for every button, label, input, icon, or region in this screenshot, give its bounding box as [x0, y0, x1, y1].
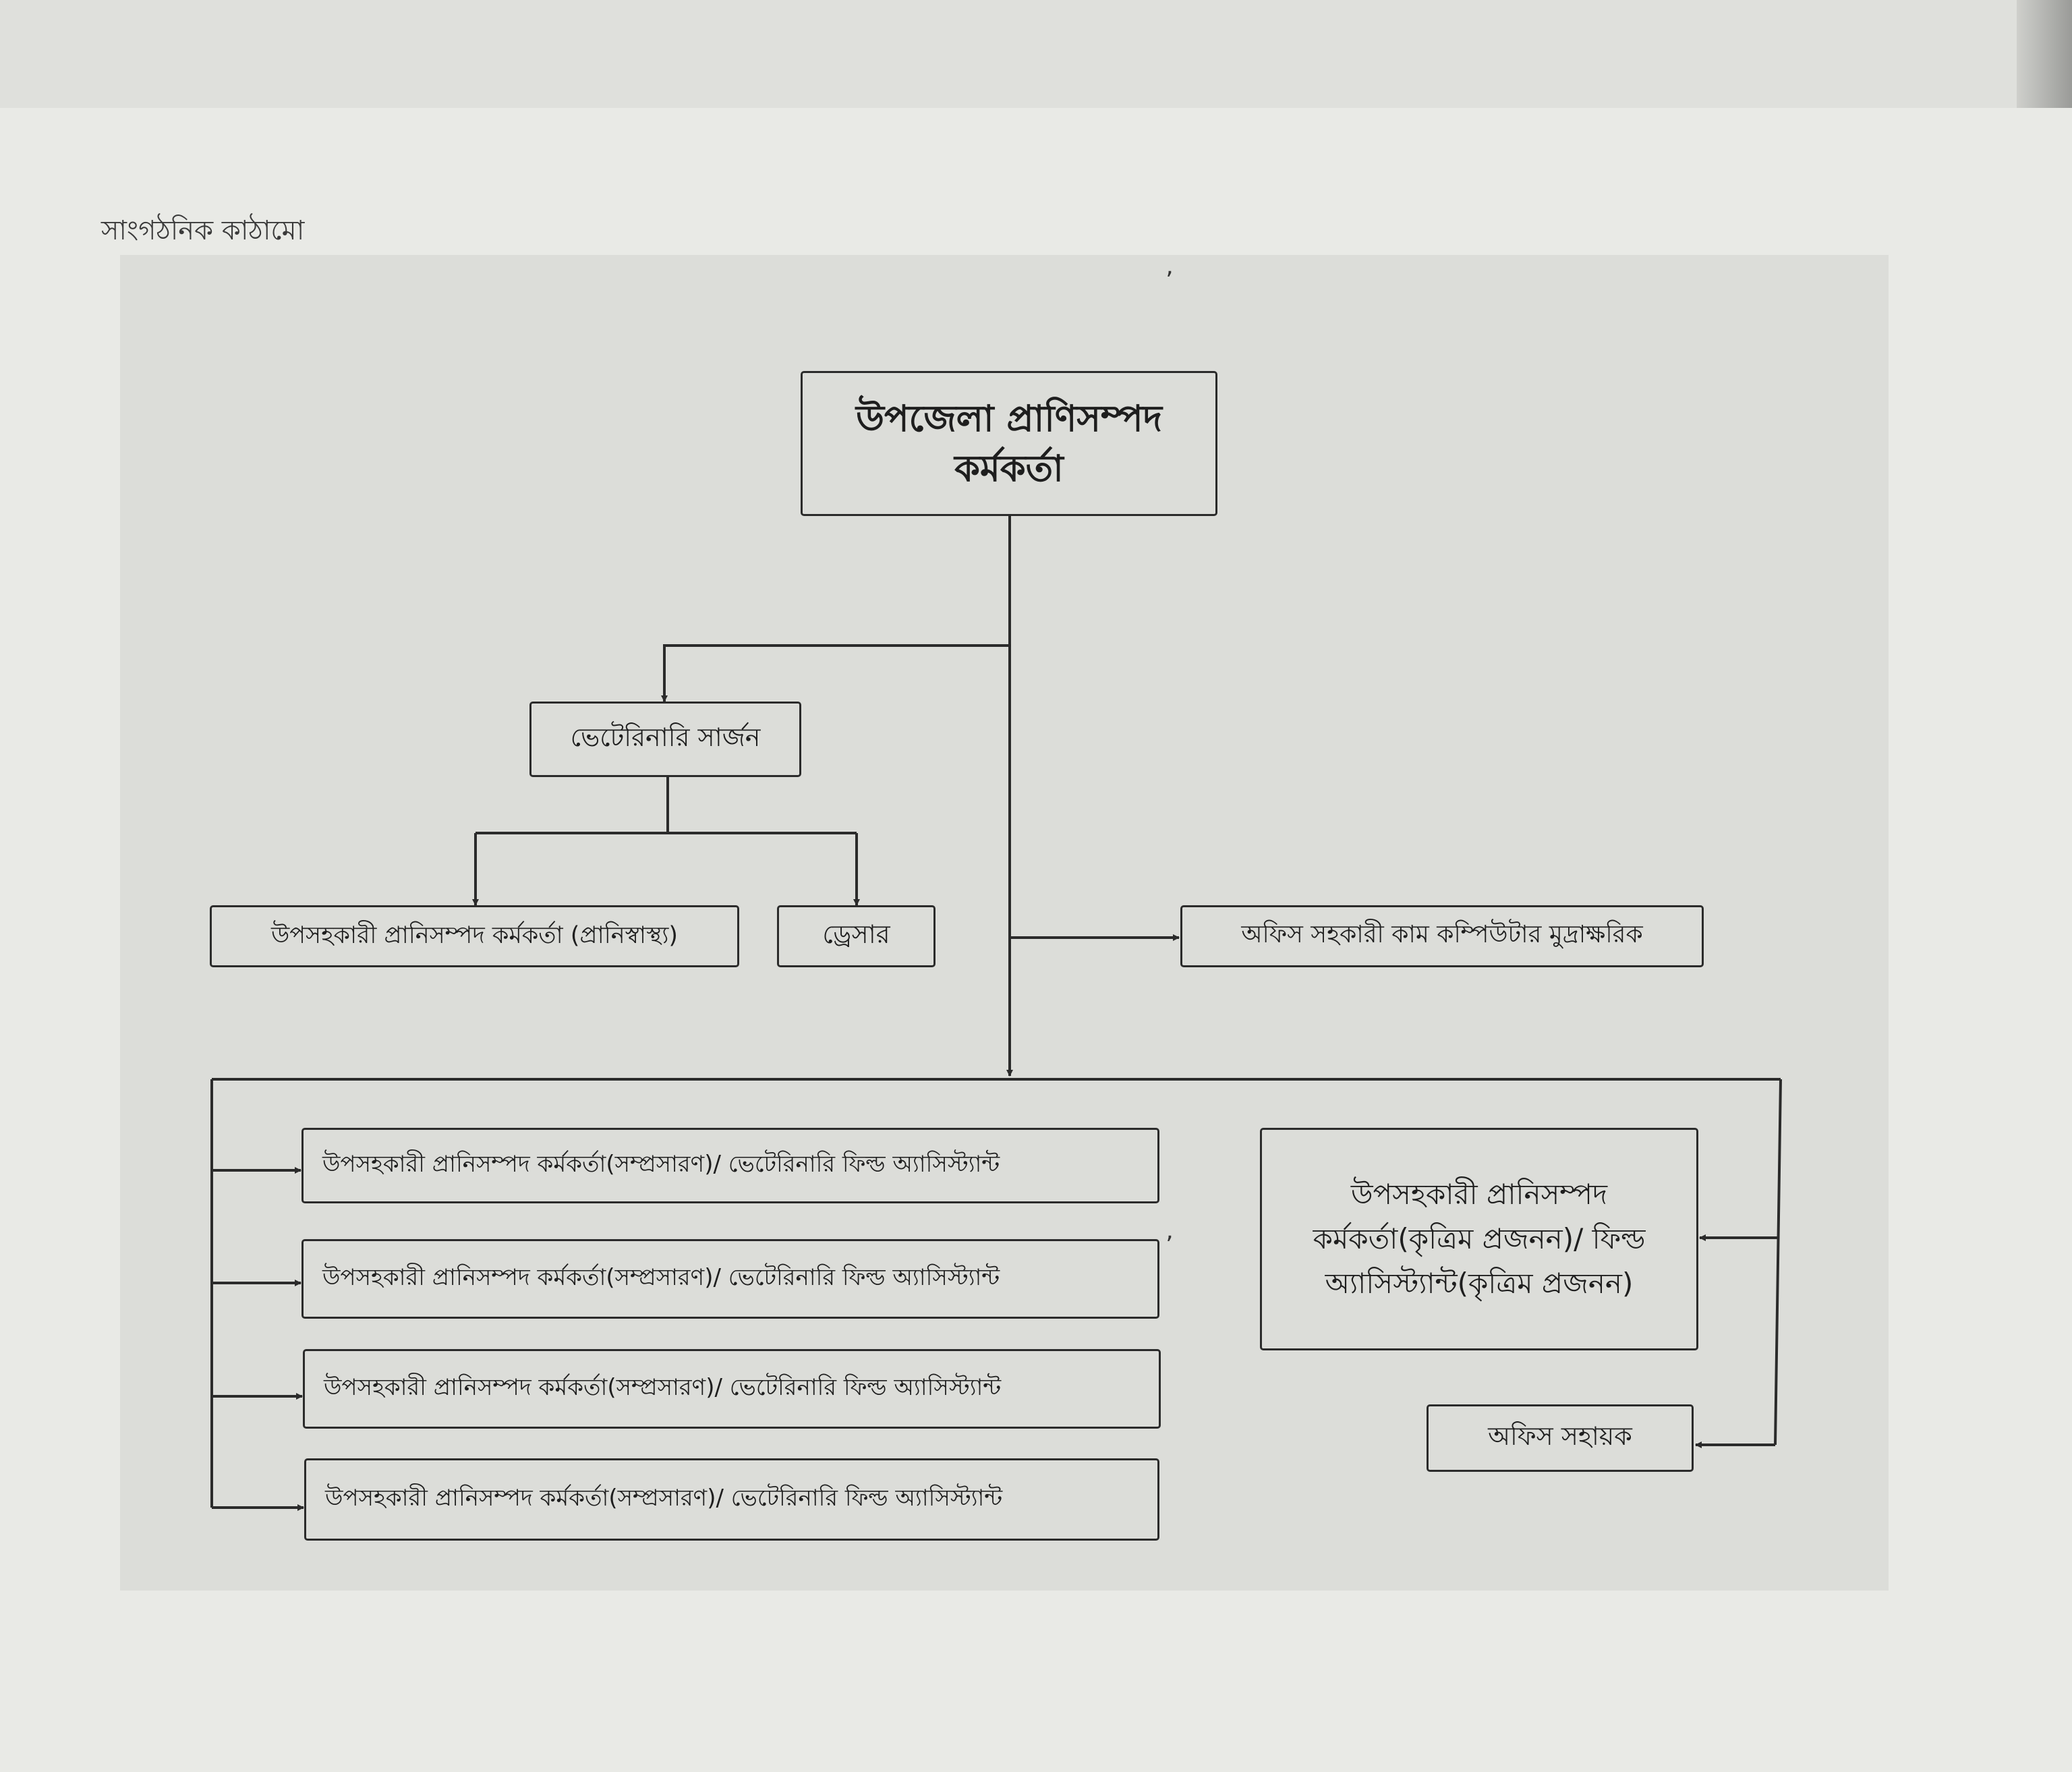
connector-bottom-frame: [210, 1078, 1782, 1508]
ink-speck: ’: [1166, 1232, 1174, 1259]
vet-surgeon-box: ভেটেরিনারি সার্জন: [529, 702, 801, 777]
dresser-box: ড্রেসার: [777, 905, 936, 967]
field-assistant-box: উপসহকারী প্রানিসম্পদ কর্মকর্তা(সম্প্রসার…: [303, 1349, 1161, 1429]
field-assistant-box: উপসহকারী প্রানিসম্পদ কর্মকর্তা(সম্প্রসার…: [304, 1458, 1159, 1541]
field-assistant-box: উপসহকারী প্রানিসম্পদ কর্মকর্তা(সম্প্রসার…: [301, 1128, 1159, 1203]
office-helper-box: অফিস সহায়ক: [1427, 1404, 1694, 1472]
connector-vet-surgeon: [661, 644, 1010, 702]
page-title: সাংগঠনিক কাঠামো: [101, 215, 305, 246]
head-officer-box: উপজেলা প্রাণিসম্পদ কর্মকর্তা: [801, 371, 1217, 516]
field-assistant-box: উপসহকারী প্রানিসম্পদ কর্মকর্তা(সম্প্রসার…: [301, 1239, 1159, 1319]
org-chart-panel: [120, 255, 1889, 1591]
office-assistant-typist-box: অফিস সহকারী কাম কম্পিউটার মুদ্রাক্ষরিক: [1180, 905, 1704, 967]
ai-officer-box: উপসহকারী প্রানিসম্পদ কর্মকর্তা(কৃত্রিম প…: [1260, 1128, 1698, 1350]
health-officer-box: উপসহকারী প্রানিসম্পদ কর্মকর্তা (প্রানিস্…: [210, 905, 739, 967]
connector-vet-split: [476, 777, 857, 834]
ink-speck: ’: [1166, 267, 1174, 295]
